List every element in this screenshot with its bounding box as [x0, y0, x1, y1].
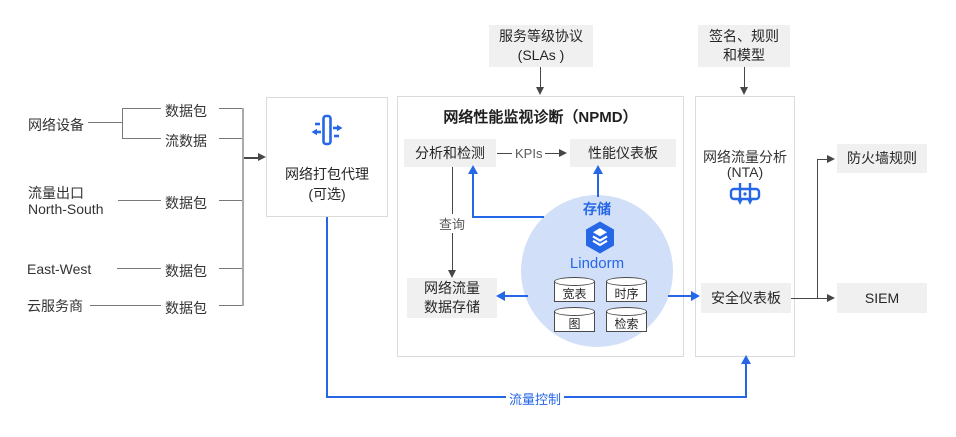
firewall-rules-label: 防火墙规则 — [847, 150, 917, 166]
connector — [117, 268, 161, 269]
nta-title-line2: (NTA) — [726, 164, 764, 180]
engine-label: 检索 — [614, 317, 639, 331]
arrowhead — [468, 165, 478, 174]
connector — [817, 159, 827, 160]
connector — [122, 138, 161, 139]
connector — [219, 138, 243, 139]
egress-line1: 流量出口 — [28, 185, 84, 201]
traffic-data-store-box: 网络流量 数据存储 — [407, 278, 497, 318]
connector — [122, 108, 161, 109]
arrowhead — [536, 87, 544, 95]
connector — [219, 305, 243, 306]
engine-search: 检索 — [606, 307, 647, 332]
engine-time-series: 时序 — [606, 277, 647, 302]
cylinder-body — [554, 281, 595, 302]
source-traffic-egress: 流量出口 North-South — [28, 185, 103, 217]
engine-label: 时序 — [614, 287, 639, 301]
packet-broker-subtitle: (可选) — [308, 186, 346, 202]
arrowhead — [448, 270, 456, 278]
arrowhead — [741, 355, 751, 364]
packet-broker-icon — [311, 114, 343, 146]
tag-packets-4: 数据包 — [165, 300, 207, 316]
connector — [118, 200, 161, 201]
security-dashboard-box: 安全仪表板 — [701, 283, 791, 313]
rules-line2: 和模型 — [723, 47, 765, 63]
firewall-rules-box: 防火墙规则 — [837, 144, 927, 173]
connector — [219, 268, 243, 269]
siem-box: SIEM — [837, 283, 927, 313]
connector — [504, 295, 528, 297]
cylinder-body — [606, 281, 647, 302]
source-east-west: East-West — [27, 261, 92, 277]
arrowhead — [691, 291, 700, 301]
lindorm-storage-circle — [521, 195, 673, 347]
arrowhead — [258, 153, 266, 161]
connector — [540, 67, 541, 88]
engine-wide-table: 宽表 — [554, 277, 595, 302]
analysis-detection-label: 分析和检测 — [415, 144, 485, 161]
sla-line1: 服务等级协议 — [499, 28, 583, 44]
traffic-analysis-icon — [729, 183, 761, 205]
arrowhead — [827, 294, 835, 302]
lindorm-logo-icon — [586, 221, 614, 254]
sla-box: 服务等级协议 (SLAs ) — [489, 25, 593, 67]
traffic-store-line1: 网络流量 — [424, 280, 480, 296]
engine-label: 图 — [568, 317, 581, 331]
connector — [817, 159, 818, 299]
connector — [122, 108, 123, 139]
connector — [88, 122, 122, 123]
flow-control-label: 流量控制 — [506, 389, 565, 408]
source-network-devices: 网络设备 — [28, 117, 84, 133]
tag-packets-3: 数据包 — [165, 263, 207, 279]
analysis-detection-box: 分析和检测 — [404, 139, 496, 167]
packet-broker-title: 网络打包代理 — [285, 166, 369, 182]
egress-line2: North-South — [28, 201, 104, 217]
nta-title-line1: 网络流量分析 — [703, 149, 787, 165]
rules-line1: 签名、规则 — [709, 28, 779, 44]
arrowhead — [740, 87, 748, 95]
nta-panel — [695, 96, 795, 357]
sla-line2: (SLAs ) — [517, 47, 565, 63]
arrowhead — [559, 149, 567, 157]
connector — [326, 217, 328, 398]
performance-dashboard-label: 性能仪表板 — [588, 144, 658, 161]
kpis-label: KPIs — [512, 146, 546, 161]
cylinder-top — [606, 277, 647, 286]
cylinder-top — [554, 277, 595, 286]
engine-graph: 图 — [554, 307, 595, 332]
connector — [219, 200, 243, 201]
connector — [668, 295, 691, 297]
security-dashboard-label: 安全仪表板 — [711, 289, 781, 306]
source-cloud-provider: 云服务商 — [27, 298, 83, 314]
connector — [90, 305, 161, 306]
connector — [472, 216, 544, 218]
connector — [219, 108, 243, 109]
cylinder-top — [606, 307, 647, 316]
query-label: 查询 — [436, 214, 469, 233]
connector — [597, 172, 599, 197]
connector — [472, 172, 474, 217]
rules-models-box: 签名、规则 和模型 — [698, 25, 790, 67]
connector — [244, 157, 258, 159]
traffic-store-line2: 数据存储 — [424, 299, 480, 315]
performance-dashboard-box: 性能仪表板 — [570, 139, 676, 167]
cylinder-top — [554, 307, 595, 316]
tag-packets-1: 数据包 — [165, 103, 207, 119]
arrowhead — [827, 155, 835, 163]
siem-label: SIEM — [864, 289, 900, 306]
cylinder-body — [606, 311, 647, 332]
lindorm-product-label: Lindorm — [569, 255, 625, 272]
storage-label: 存储 — [583, 201, 611, 217]
bus-connector — [242, 108, 244, 306]
tag-flow-data: 流数据 — [165, 133, 207, 149]
cylinder-body — [554, 311, 595, 332]
arrowhead — [496, 291, 505, 301]
npmd-title: 网络性能监视诊断（NPMD） — [443, 109, 638, 126]
connector — [744, 67, 745, 88]
arrowhead — [593, 165, 603, 174]
engine-label: 宽表 — [562, 287, 587, 301]
tag-packets-2: 数据包 — [165, 195, 207, 211]
connector — [791, 298, 827, 299]
connector — [745, 362, 747, 398]
